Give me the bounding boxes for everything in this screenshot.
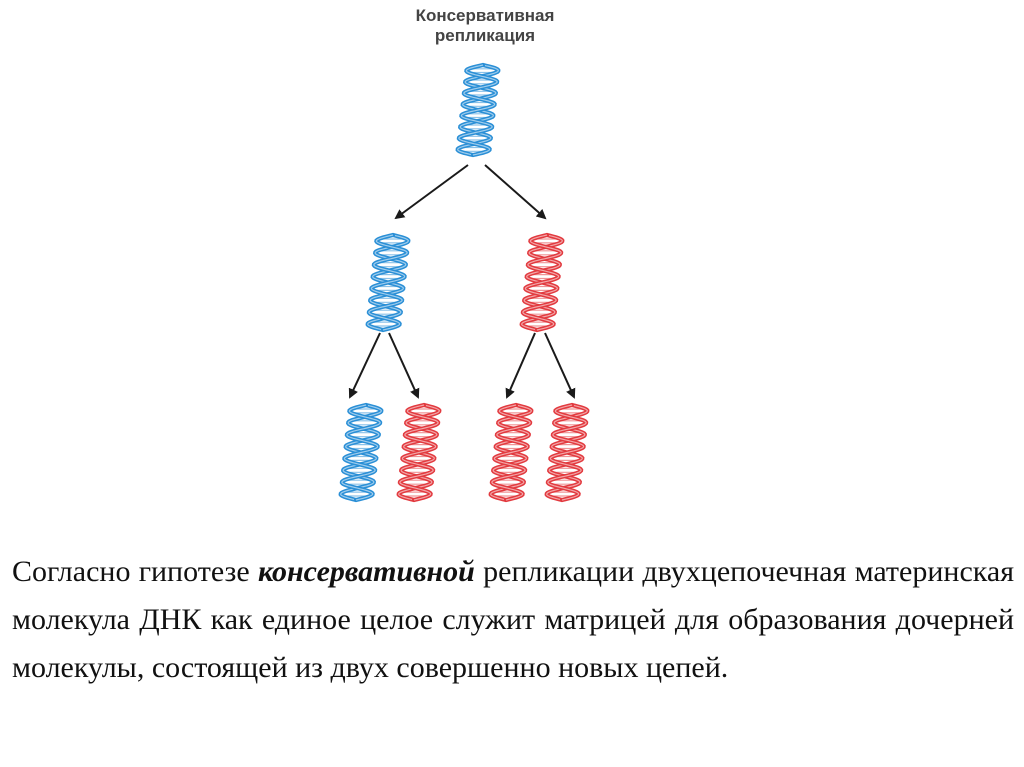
replication-diagram (338, 62, 590, 503)
caption-emphasis: консервативной (257, 555, 475, 588)
arrow-right-to-right (544, 332, 576, 399)
caption-lead: Согласно гипотезе (12, 555, 250, 588)
arrow-parent-to-right (484, 164, 547, 220)
helix-strand-b-highlight (368, 234, 408, 331)
helix-strand-b-highlight (491, 404, 531, 501)
helix-strand-b-highlight (458, 64, 498, 156)
helix-strand-b-highlight (522, 234, 562, 331)
dna-helix-gen1-conserved (365, 232, 411, 333)
diagram-title: Консервативная репликация (320, 6, 650, 46)
arrow-parent-to-left (394, 164, 469, 220)
dna-helix-gen2-new-2 (488, 402, 534, 503)
arrow-left-to-right (388, 332, 420, 399)
caption-text: Согласно гипотезе консервативной реплика… (12, 548, 1014, 692)
helix-strand-b-highlight (399, 404, 439, 501)
dna-helix-gen2-new-3 (544, 402, 590, 503)
dna-helix-gen2-new-1 (396, 402, 442, 503)
helix-strand-b-highlight (547, 404, 587, 501)
diagram-title-line2: репликация (434, 26, 536, 45)
caption-rest: репликации двухцепочечная материнская мо… (12, 555, 1015, 684)
arrow-right-to-left (505, 332, 536, 399)
dna-helix-gen2-conserved (338, 402, 384, 503)
dna-helix-gen1-new (519, 232, 565, 333)
arrow-left-to-left (348, 332, 381, 399)
diagram-title-line1: Консервативная (415, 6, 555, 25)
helix-strand-b-highlight (341, 404, 381, 501)
dna-helix-parental (455, 62, 501, 158)
